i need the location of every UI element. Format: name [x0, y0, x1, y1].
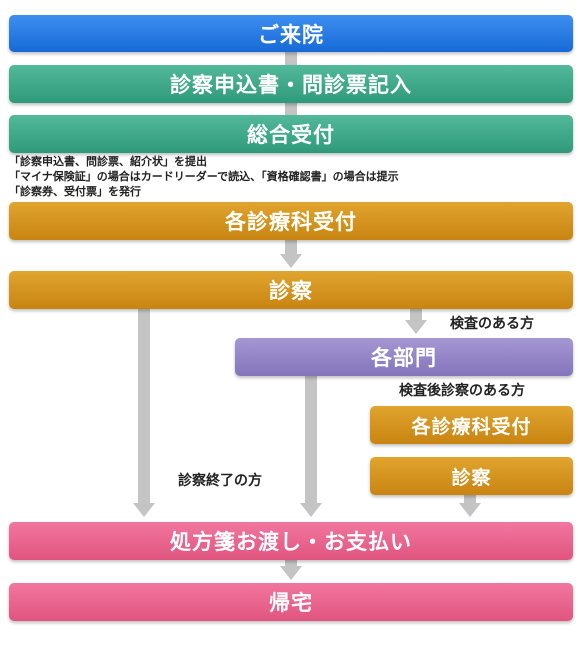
exam-box: 診察: [9, 271, 573, 309]
home-box: 帰宅: [9, 583, 573, 621]
reception-note-1: 「診察申込書、問診票、紹介状」を提出: [9, 155, 207, 168]
reception-box: 総合受付: [9, 115, 573, 153]
prescription-box: 処方箋お渡し・お支払い: [9, 522, 573, 560]
departments-box: 各部門: [235, 338, 573, 376]
reception-note-2: 「マイナ保険証」の場合はカードリーダーで読込、「資格確認書」の場合は提示: [9, 170, 399, 183]
visit-box: ご来院: [9, 15, 573, 52]
label-tested: 検査のある方: [450, 316, 534, 332]
label-exam-after-test: 検査後診察のある方: [399, 383, 525, 399]
exam-2-box: 診察: [370, 457, 573, 495]
label-exam-done: 診察終了の方: [178, 473, 262, 489]
reception-note-3: 「診察券、受付票」を発行: [9, 185, 141, 198]
dept-reception-box: 各診療科受付: [9, 202, 573, 240]
application-box: 診察申込書・問診票記入: [9, 65, 573, 103]
dept-reception-2-box: 各診療科受付: [370, 406, 573, 444]
